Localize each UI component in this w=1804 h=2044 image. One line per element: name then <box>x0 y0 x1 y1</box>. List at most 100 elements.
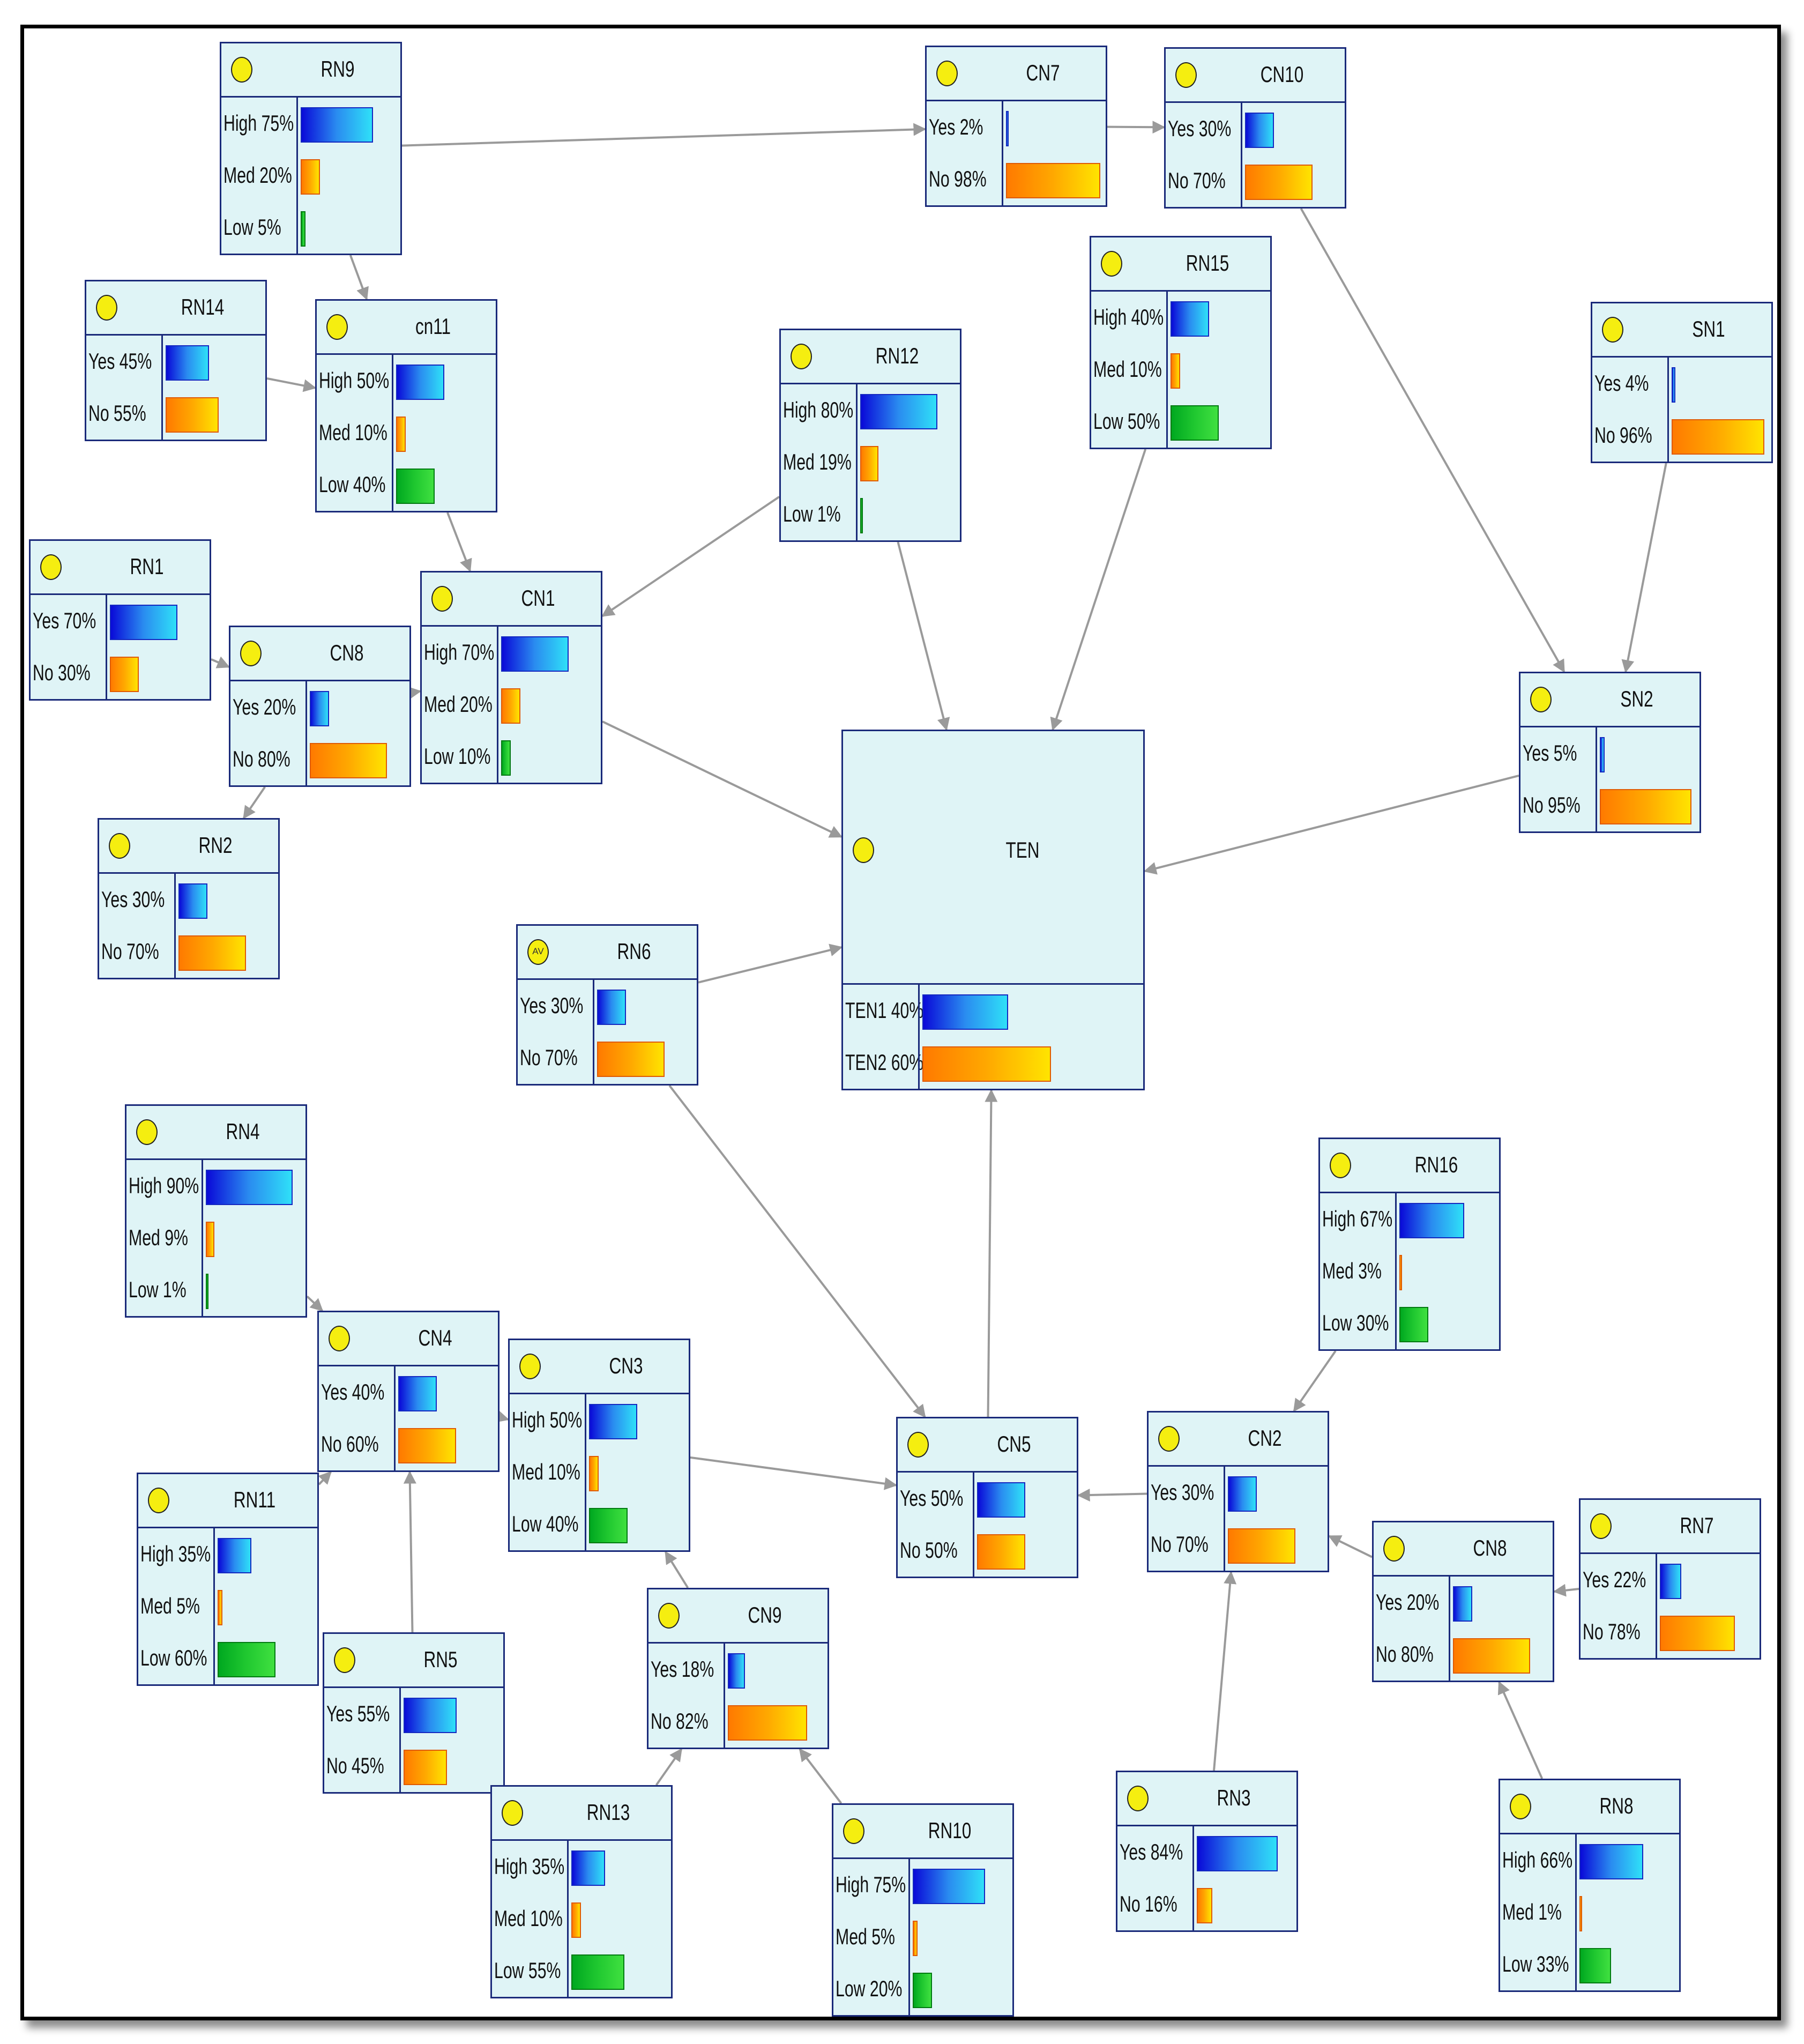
node-title: CN9 <box>748 1602 782 1627</box>
node-title: CN3 <box>609 1353 643 1378</box>
bulb-icon <box>907 1432 929 1458</box>
state-label: No 55% <box>88 400 146 426</box>
state-label: Low 10% <box>424 744 491 769</box>
state-row: TEN1 40% <box>843 985 1143 1037</box>
state-label: Yes 5% <box>1523 740 1577 765</box>
node-title: CN7 <box>1026 60 1060 85</box>
state-divider <box>593 1032 594 1084</box>
state-row: Med 1% <box>1500 1886 1679 1938</box>
probability-bar <box>589 1508 628 1543</box>
probability-bar <box>110 657 139 692</box>
node-header: CN2 <box>1149 1413 1328 1467</box>
state-row: Yes 20% <box>1374 1577 1553 1629</box>
state-row: High 35% <box>138 1528 317 1580</box>
probability-bar <box>206 1170 293 1205</box>
state-row: Yes 20% <box>230 681 409 733</box>
probability-bar <box>1245 113 1274 148</box>
state-label: High 50% <box>512 1407 583 1432</box>
probability-bar <box>728 1705 807 1741</box>
state-label: High 80% <box>783 397 854 422</box>
state-divider <box>305 733 307 785</box>
state-label: No 96% <box>1594 422 1652 448</box>
probability-bar <box>1399 1255 1403 1290</box>
bulb-icon <box>136 1119 158 1145</box>
state-divider <box>1449 1629 1450 1681</box>
node-title: CN8 <box>1473 1535 1507 1560</box>
state-label: No 78% <box>1583 1619 1641 1644</box>
state-row: High 75% <box>833 1859 1012 1911</box>
state-label: No 80% <box>1376 1641 1434 1667</box>
probability-bar <box>1660 1564 1681 1599</box>
state-divider <box>908 1911 910 1963</box>
probability-bar <box>218 1538 251 1573</box>
state-divider <box>394 1366 396 1418</box>
node-title: CN2 <box>1248 1425 1282 1451</box>
state-label: Low 20% <box>836 1976 903 2001</box>
state-row: Low 40% <box>317 459 496 511</box>
probability-bar <box>396 469 435 504</box>
state-label: Yes 30% <box>101 887 165 912</box>
node-header: RN13 <box>492 1787 671 1841</box>
state-label: Low 60% <box>140 1645 207 1670</box>
node-header: RN9 <box>221 43 400 98</box>
node-title: CN1 <box>521 585 555 611</box>
bulb-icon <box>1330 1153 1351 1178</box>
state-label: Yes 2% <box>929 114 983 139</box>
node-title: RN2 <box>198 833 233 858</box>
state-divider <box>106 595 107 647</box>
node-header: CN8 <box>230 627 409 681</box>
state-row: Low 40% <box>510 1498 689 1550</box>
node-header: RN6 <box>518 926 697 980</box>
probability-bar <box>206 1222 215 1257</box>
state-row: Low 1% <box>781 488 960 540</box>
state-row: High 35% <box>492 1841 671 1893</box>
state-divider <box>305 681 307 733</box>
node-title: RN3 <box>1217 1785 1251 1810</box>
state-label: Low 1% <box>783 501 841 526</box>
state-label: High 75% <box>836 1872 906 1897</box>
state-label: Med 19% <box>783 449 852 474</box>
probability-bar <box>1399 1307 1428 1342</box>
state-row: Med 10% <box>510 1446 689 1498</box>
state-label: No 70% <box>1151 1532 1209 1557</box>
state-row: Med 9% <box>126 1212 305 1264</box>
state-label: Yes 20% <box>233 694 296 719</box>
probability-bar <box>597 990 626 1025</box>
state-label: Yes 22% <box>1583 1567 1646 1592</box>
state-divider <box>296 98 298 150</box>
state-label: TEN2 60% <box>845 1050 924 1075</box>
state-divider <box>918 985 920 1037</box>
probability-bar <box>396 365 444 400</box>
state-divider <box>1166 344 1168 396</box>
